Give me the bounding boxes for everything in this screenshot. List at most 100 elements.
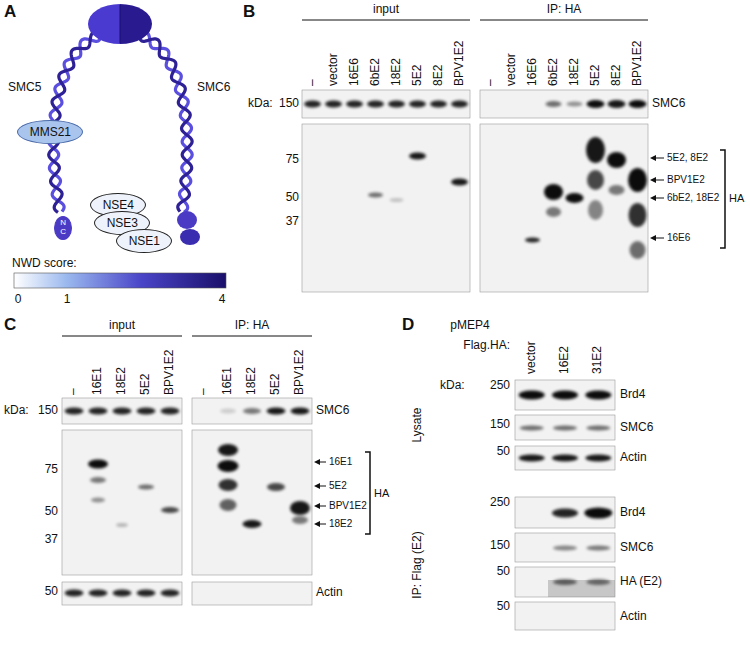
blot-strip xyxy=(192,430,312,575)
blot-band xyxy=(137,408,156,415)
blot-band xyxy=(409,101,426,108)
panel-letter: B xyxy=(243,2,255,22)
blot-band xyxy=(88,460,108,469)
node-text: MMS21 xyxy=(30,126,71,139)
blot-band xyxy=(388,101,405,108)
group-header: IP: Flag (E2) xyxy=(411,531,425,598)
head-domain xyxy=(177,211,197,229)
protein-label: HA xyxy=(374,487,389,500)
panel-letter: C xyxy=(4,315,16,335)
blot-band xyxy=(137,590,156,597)
hinge-domain xyxy=(88,4,120,44)
lane-label: 5E2 xyxy=(589,65,603,86)
mw-unit: kDa: xyxy=(248,97,273,111)
blot-band xyxy=(566,193,584,203)
lane-label: 18E2 xyxy=(245,367,259,395)
blot-strip xyxy=(192,582,312,605)
blot-band xyxy=(544,184,563,200)
blot-band xyxy=(587,170,604,190)
blot-band xyxy=(629,203,647,227)
lane-label: 5E2 xyxy=(139,374,153,395)
blot-band xyxy=(291,408,310,415)
node-text: NSE3 xyxy=(107,217,138,230)
lane-label: 18E2 xyxy=(390,58,404,86)
subunit-oval: MMS21 xyxy=(17,120,83,144)
lane-label: 5E2 xyxy=(411,65,425,86)
blot-band xyxy=(586,546,610,551)
blot-strip xyxy=(192,398,312,424)
lane-label: 16E1 xyxy=(221,367,235,395)
blot-band xyxy=(161,408,180,415)
blot-band xyxy=(588,200,603,220)
protein-label: SMC6 xyxy=(316,404,349,418)
blot-band xyxy=(116,523,128,527)
header-rule xyxy=(192,336,312,337)
blot-band xyxy=(451,179,468,186)
blot-band xyxy=(220,499,237,511)
protein-label: HA (E2) xyxy=(620,575,662,589)
head-domain xyxy=(180,229,200,245)
blot-strip xyxy=(515,415,615,440)
blot-band xyxy=(585,391,611,400)
group-header: IP: HA xyxy=(547,3,582,17)
lane-label: 16E6 xyxy=(526,58,540,86)
plasmid-label: pMEP4 xyxy=(450,319,489,333)
lane-label: 5E2 xyxy=(269,374,283,395)
mw-marker: 150 xyxy=(490,418,510,432)
mw-marker: 75 xyxy=(45,463,58,477)
blot-band xyxy=(243,408,261,414)
blot-strip xyxy=(480,124,648,292)
protein-label: SMC6 xyxy=(197,81,230,95)
blot-band xyxy=(609,185,625,195)
mw-marker: 50 xyxy=(497,600,510,614)
blot-strip xyxy=(515,602,615,630)
blot-strip xyxy=(302,124,470,292)
blot-band xyxy=(520,426,544,431)
blot-band xyxy=(587,100,605,108)
header-rule xyxy=(302,20,470,21)
blot-band xyxy=(586,579,610,585)
blot-band xyxy=(585,455,611,462)
blot-strip xyxy=(515,446,615,470)
mw-marker: 50 xyxy=(45,505,58,519)
band-label: 6bE2, 18E2 xyxy=(667,192,719,204)
tag-label: Flag.HA: xyxy=(463,339,510,353)
blot-band xyxy=(220,409,236,414)
panel-letter: A xyxy=(4,2,16,22)
blot-background xyxy=(548,580,615,597)
arrow-head xyxy=(314,521,320,527)
mw-marker: 50 xyxy=(45,585,58,599)
protein-label: SMC6 xyxy=(620,421,653,435)
blot-band xyxy=(586,137,605,163)
lane-label: 6bE2 xyxy=(369,58,383,86)
blot-band xyxy=(451,101,468,108)
group-header: input xyxy=(373,3,399,17)
blot-band xyxy=(586,426,610,431)
arrow-head xyxy=(314,503,320,509)
blot-band xyxy=(519,455,545,462)
blot-band xyxy=(519,391,545,400)
blot-strip xyxy=(515,533,615,562)
arrow-head xyxy=(650,177,656,183)
lane-label: 16E2 xyxy=(558,346,572,374)
mw-marker: 37 xyxy=(286,215,299,229)
blot-band xyxy=(629,100,647,108)
arrow-head xyxy=(650,235,656,241)
score-bar xyxy=(14,273,226,288)
node-text: NSE4 xyxy=(103,199,134,212)
lane-label: – xyxy=(67,388,81,395)
lane-label: vector xyxy=(525,341,539,374)
band-label: 16E6 xyxy=(667,232,690,244)
protein-label: Actin xyxy=(620,610,647,624)
lane-label: 31E2 xyxy=(591,346,605,374)
blot-band xyxy=(218,444,238,456)
header-rule xyxy=(62,336,182,337)
blot-band xyxy=(91,498,105,503)
mw-marker: 150 xyxy=(490,539,510,553)
blot-band xyxy=(567,102,583,107)
blot-strip xyxy=(62,582,182,605)
blot-band xyxy=(304,101,321,108)
protein-label: Actin xyxy=(620,451,647,465)
blot-band xyxy=(628,168,647,192)
blot-band xyxy=(346,101,363,108)
